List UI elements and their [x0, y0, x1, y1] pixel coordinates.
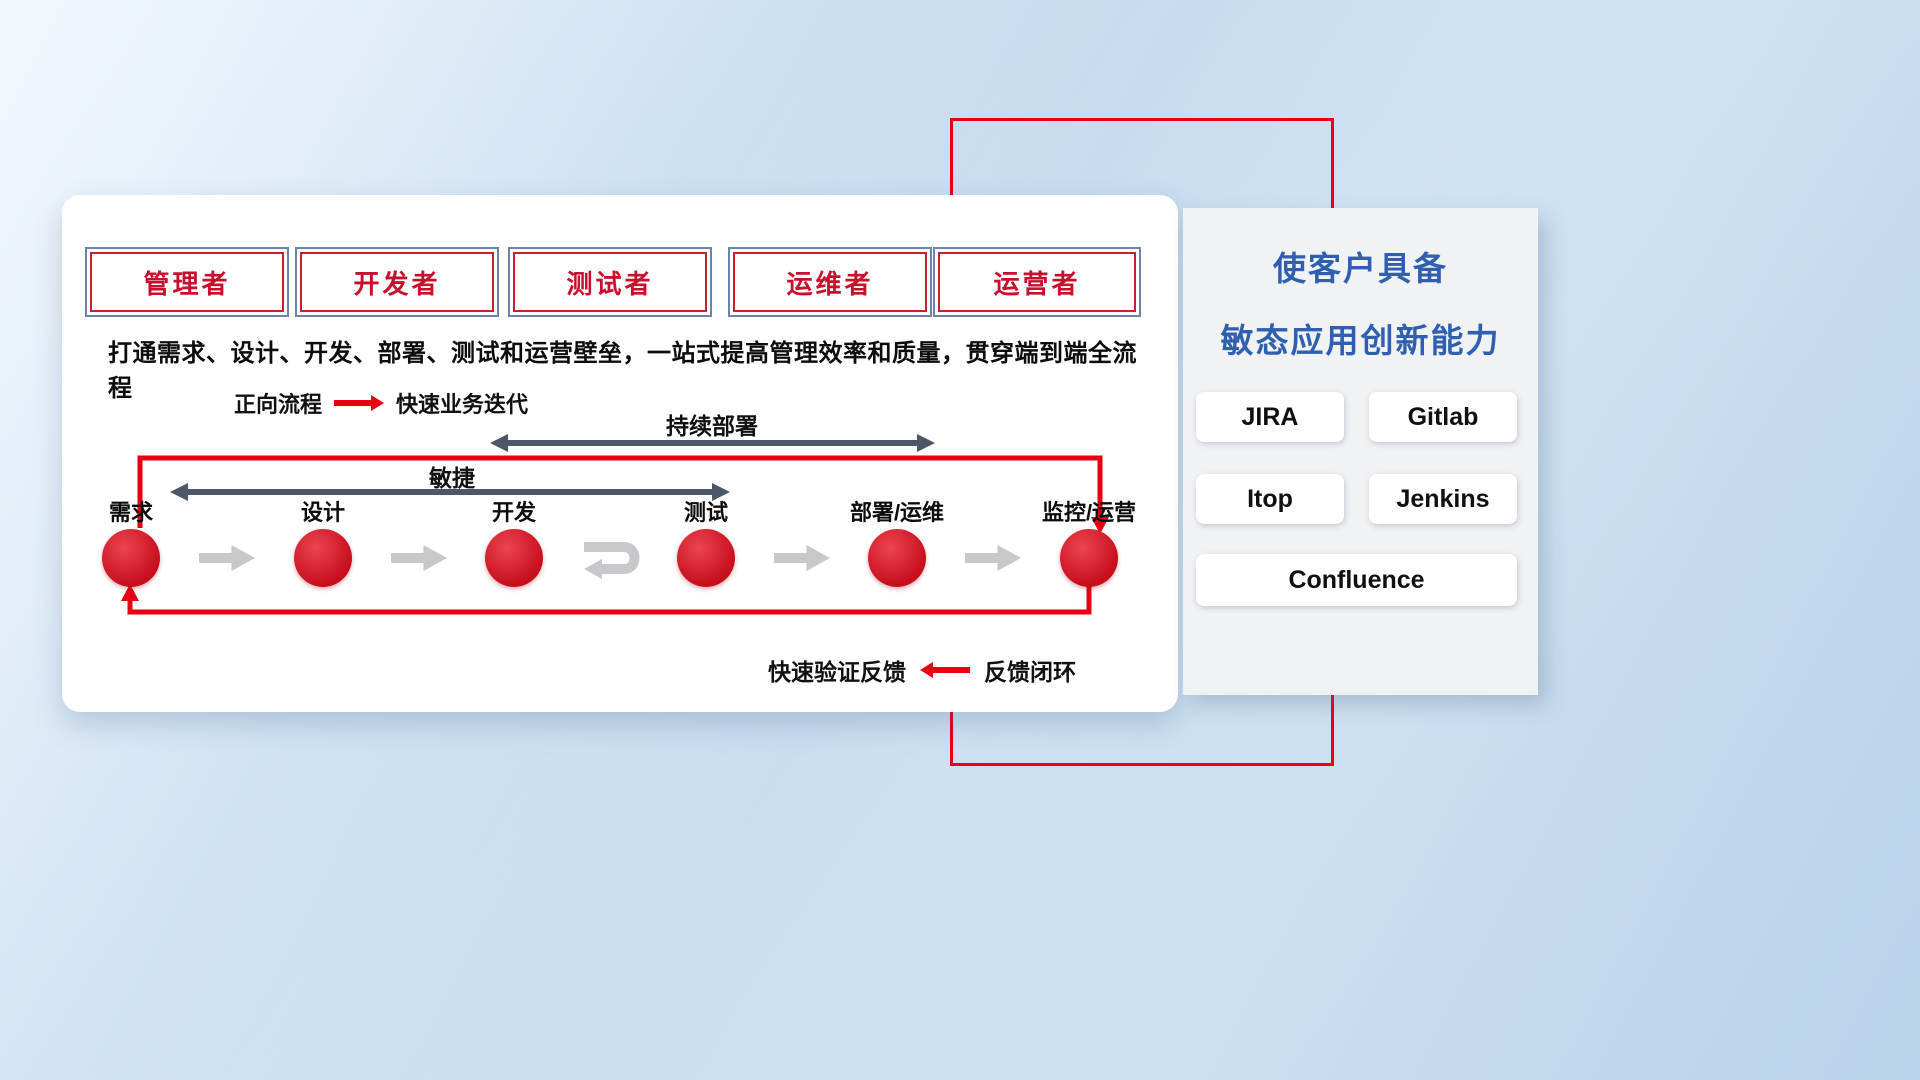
flow-arrow-icon [774, 545, 830, 571]
devops-flow-card: 管理者 开发者 测试者 运维者 运营者 打通需求、设计、开发、部署、测试和运营壁… [62, 195, 1178, 712]
forward-arrow-icon [334, 395, 385, 411]
tool-badge-gitlab: Gitlab [1369, 392, 1517, 442]
role-label: 运营者 [993, 268, 1081, 299]
forward-legend-desc: 快速业务迭代 [396, 392, 529, 417]
role-box-operator: 运营者 [933, 247, 1141, 317]
forward-legend: 正向流程 快速业务迭代 [234, 387, 528, 419]
stage-label: 监控/运营 [1041, 500, 1137, 525]
role-label: 测试者 [566, 268, 654, 299]
tool-badge-confluence: Confluence [1196, 554, 1517, 606]
role-box-tester: 测试者 [508, 247, 712, 317]
feedback-legend: 快速验证反馈 反馈闭环 [768, 653, 1076, 687]
flow-arrow-icon [391, 545, 447, 571]
role-box-ops: 运维者 [728, 247, 932, 317]
role-box-manager: 管理者 [85, 247, 289, 317]
stage-label: 测试 [683, 500, 728, 525]
stage-node-icon [102, 529, 160, 587]
feedback-legend-label: 快速验证反馈 [768, 659, 906, 685]
stage-deploy-ops: 部署/运维 [827, 495, 967, 587]
role-label: 开发者 [353, 268, 441, 299]
cd-span-label: 持续部署 [666, 413, 758, 439]
flow-arrow-icon [965, 545, 1021, 571]
stage-monitor-operate: 监控/运营 [1019, 495, 1159, 587]
stage-node-icon [1060, 529, 1118, 587]
stage-label: 需求 [108, 500, 153, 525]
panel-title-line2: 敏态应用创新能力 [1220, 322, 1501, 359]
stage-develop: 开发 [444, 495, 584, 587]
tool-badge-jira: JIRA [1196, 392, 1344, 442]
stage-label: 设计 [300, 500, 345, 525]
panel-title-line1: 使客户具备 [1273, 250, 1448, 287]
stage-test: 测试 [636, 495, 776, 587]
stage-design: 设计 [253, 495, 393, 587]
stage-node-icon [677, 529, 735, 587]
stage-label: 部署/运维 [849, 500, 945, 525]
role-label: 运维者 [786, 268, 874, 299]
agile-span-label: 敏捷 [429, 465, 475, 491]
stage-label: 开发 [491, 500, 536, 525]
stage-node-icon [485, 529, 543, 587]
feedback-arrow-icon [920, 662, 970, 678]
flow-arrow-icon [199, 545, 255, 571]
role-label: 管理者 [143, 268, 231, 299]
headline-text: 打通需求、设计、开发、部署、测试和运营壁垒，一站式提高管理效率和质量，贯穿端到端… [108, 340, 1137, 402]
feedback-loop-arrow [127, 586, 1092, 615]
role-box-developer: 开发者 [295, 247, 499, 317]
tool-badge-jenkins: Jenkins [1369, 474, 1517, 524]
stage-node-icon [294, 529, 352, 587]
iteration-loop-icon [584, 542, 640, 579]
forward-legend-label: 正向流程 [234, 392, 323, 417]
stage-demand: 需求 [61, 495, 201, 587]
capability-panel: 使客户具备 敏态应用创新能力 JIRA Gitlab Itop Jenkins … [1183, 208, 1538, 695]
feedback-legend-desc: 反馈闭环 [984, 659, 1076, 685]
tool-badge-itop: Itop [1196, 474, 1344, 524]
stage-node-icon [868, 529, 926, 587]
